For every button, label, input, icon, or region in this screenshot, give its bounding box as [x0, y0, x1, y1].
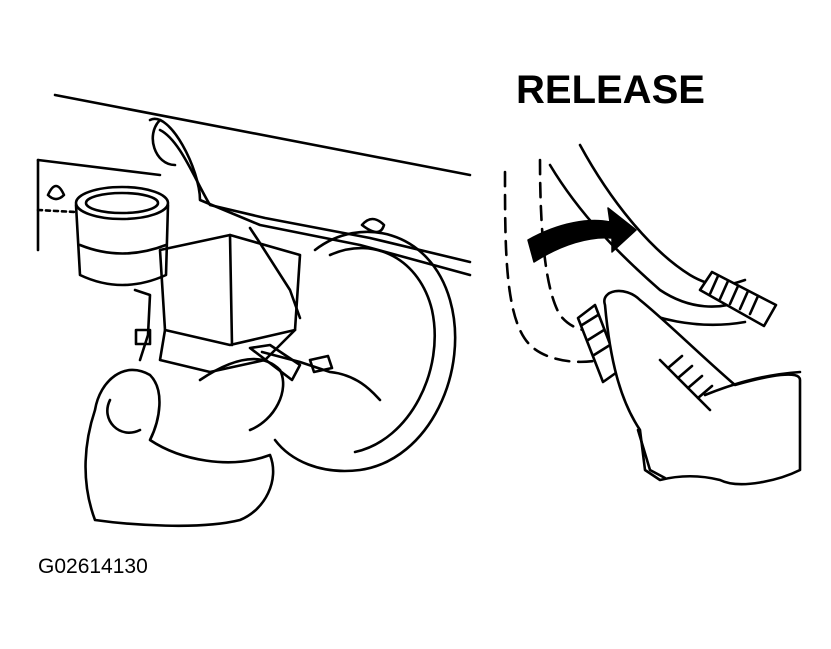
left-hand: [86, 370, 274, 526]
trouser-cuff: [705, 372, 800, 395]
firewall-top-line: [55, 95, 470, 175]
firewall-lower-line: [38, 160, 160, 175]
pedal-release-assembly: [505, 145, 800, 484]
release-label: RELEASE: [516, 68, 705, 112]
pedal-arm-inner: [580, 145, 745, 285]
brake-booster: [275, 232, 455, 471]
brake-line-clip: [250, 228, 300, 318]
booster-flange: [362, 219, 384, 232]
fitting-left: [136, 330, 150, 344]
pedal-arm-outer: [550, 165, 745, 307]
figure-code: G02614130: [38, 555, 148, 578]
reservoir-cap-inner: [86, 193, 158, 213]
cylinder-base: [160, 330, 295, 372]
curved-release-arrow-icon: [528, 208, 636, 262]
cylinder-front: [230, 235, 232, 345]
reservoir-line: [80, 245, 166, 254]
shoe-lace-marks: [668, 356, 712, 398]
pedal-previous-outer: [505, 172, 600, 362]
shoe: [604, 291, 800, 484]
pedal-pad-ridges: [710, 276, 758, 314]
booster-rim: [330, 248, 435, 452]
wrench: [250, 345, 300, 380]
brake-line-right: [262, 352, 380, 400]
left-thumb: [107, 400, 140, 433]
bracket-dashed: [38, 210, 75, 212]
reservoir-cap: [76, 187, 168, 219]
foot-pedal-ridges: [582, 315, 610, 355]
shoe-heel: [638, 430, 665, 478]
reservoir-body: [76, 205, 168, 285]
fitting-right: [310, 356, 332, 372]
master-cylinder-assembly: [38, 95, 470, 526]
right-hand: [200, 359, 283, 430]
brake-line-upper-2: [160, 130, 470, 262]
brake-line-left: [135, 290, 150, 360]
bolt-left: [48, 186, 64, 199]
brake-line-loop: [153, 120, 175, 165]
pedal-pad: [700, 272, 776, 326]
